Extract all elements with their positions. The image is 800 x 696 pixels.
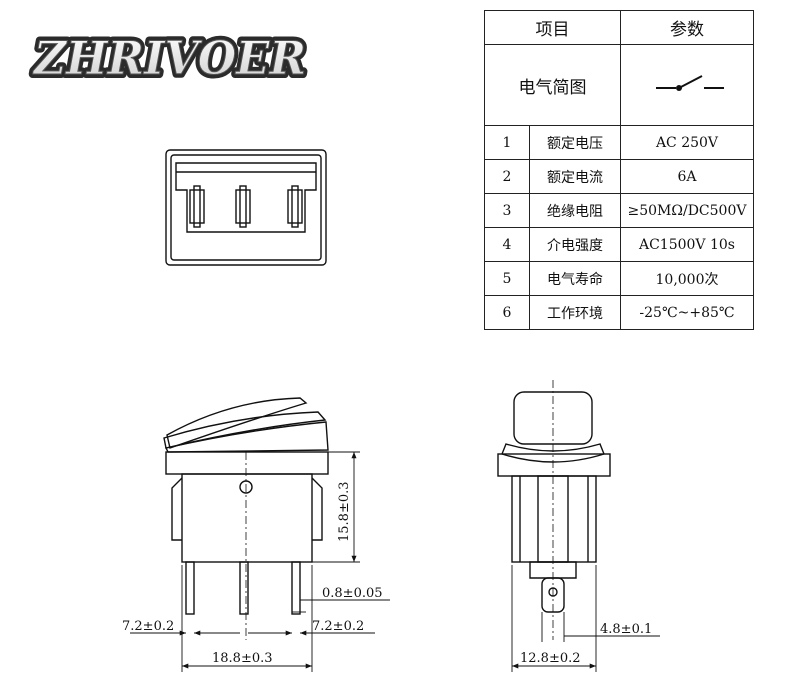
logo-shadow-text: ZHRIVOER <box>32 31 306 80</box>
row-name: 电气寿命 <box>529 261 621 296</box>
side-view-drawing <box>497 380 611 640</box>
dim-pin-width-label: 4.8±0.1 <box>600 622 652 637</box>
row-value: 6A <box>620 159 754 194</box>
row-name: 介电强度 <box>529 227 621 262</box>
row-name: 绝缘电阻 <box>529 193 621 228</box>
dim-body-width-label: 18.8±0.3 <box>212 651 273 666</box>
table-row: 4 介电强度 AC1500V 10s <box>484 227 754 262</box>
row-index: 1 <box>484 125 530 160</box>
dim-pitch-right-label: 7.2±0.2 <box>312 619 364 634</box>
dim-height-label: 15.8±0.3 <box>337 481 352 542</box>
spec-table: 项目 参数 电气简图 1 额定电压 AC 250V 2 额定电流 6A 3 绝缘… <box>484 10 754 330</box>
row-value: -25℃~+85℃ <box>620 295 754 330</box>
table-row: 6 工作环境 -25℃~+85℃ <box>484 295 754 330</box>
front-view-drawing <box>163 397 329 640</box>
dimension-lines <box>130 451 660 672</box>
row-index: 6 <box>484 295 530 330</box>
bottom-view-drawing <box>165 149 327 266</box>
dim-pitch-left-label: 7.2±0.2 <box>122 619 174 634</box>
table-header-row: 项目 参数 <box>484 10 754 45</box>
table-row: 5 电气寿命 10,000次 <box>484 261 754 296</box>
row-index: 3 <box>484 193 530 228</box>
row-name: 工作环境 <box>529 295 621 330</box>
logo-text: ZHRIVOER <box>32 31 306 80</box>
row-index: 4 <box>484 227 530 262</box>
dim-pin-thickness-label: 0.8±0.05 <box>322 586 383 601</box>
header-param: 参数 <box>620 10 754 45</box>
circuit-row: 电气简图 <box>484 44 754 126</box>
table-row: 2 额定电流 6A <box>484 159 754 194</box>
dim-side-width-label: 12.8±0.2 <box>520 651 581 666</box>
switch-symbol-icon <box>656 74 724 91</box>
row-name: 额定电压 <box>529 125 621 160</box>
brand-logo: ZHRIVOER ZHRIVOER <box>28 30 310 80</box>
table-row: 3 绝缘电阻 ≥50MΩ/DC500V <box>484 193 754 228</box>
circuit-symbol-cell <box>620 44 754 126</box>
row-value: ≥50MΩ/DC500V <box>620 193 754 228</box>
